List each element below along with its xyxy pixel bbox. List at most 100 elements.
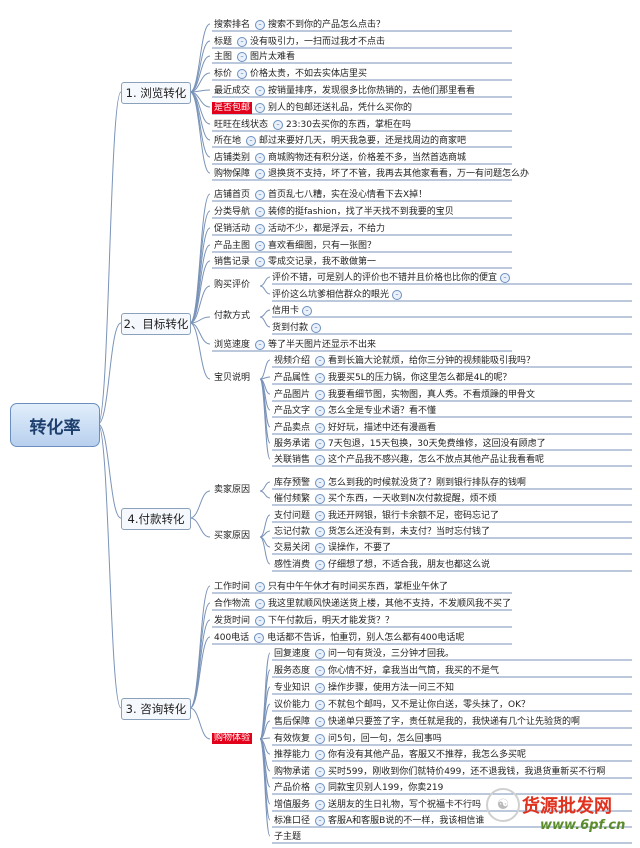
leaf-node[interactable]: 库存预警–怎么到我的时候就没货了？刚到银行排队存的钱啊 (272, 477, 526, 489)
leaf-node[interactable]: 回复速度–问一句有货没，三分钟才回我。 (272, 648, 454, 660)
sub-branch-node[interactable]: 付款方式 (214, 311, 251, 321)
collapse-icon[interactable]: – (311, 323, 322, 333)
leaf-node[interactable]: 浏览速度–等了半天图片还显示不出来 (212, 339, 376, 351)
leaf-node[interactable]: 产品文字–怎么全是专业术语？看不懂 (272, 405, 436, 417)
sub-branch-node[interactable]: 购买评价 (214, 280, 251, 290)
collapse-icon[interactable]: – (315, 373, 326, 383)
leaf-node[interactable]: 子主题 (272, 831, 303, 843)
collapse-icon[interactable]: – (315, 543, 326, 553)
collapse-icon[interactable]: – (315, 700, 326, 710)
collapse-icon[interactable]: – (273, 120, 284, 130)
leaf-node[interactable]: 产品主图–喜欢看细图，只有一张图？ (212, 240, 376, 252)
collapse-icon[interactable]: – (255, 20, 266, 30)
collapse-icon[interactable]: – (315, 649, 326, 659)
collapse-icon[interactable]: – (315, 439, 326, 449)
leaf-node[interactable]: 产品图片–我要看细节图，实物图，真人秀。不看烦躁的甲骨文 (272, 389, 535, 401)
leaf-node[interactable]: 400电话–电话都不告诉，怕重罚，别人怎么都有400电话呢 (212, 632, 464, 644)
leaf-node[interactable]: 标题–没有吸引力，一扫而过我才不点击 (212, 36, 385, 48)
leaf-node[interactable]: 催付频繁–买个东西，一天收到N次付款提醒，烦不烦 (272, 493, 497, 505)
leaf-node[interactable]: 产品卖点–好好玩，描述中还有漫画看 (272, 422, 436, 434)
leaf-node[interactable]: 推荐能力–你有没有其他产品，客服又不推荐，我怎么多买呢 (272, 749, 526, 761)
collapse-icon[interactable]: – (315, 783, 326, 793)
leaf-node[interactable]: 有效恢复–问5句，回一句，怎么回事吗 (272, 733, 442, 745)
leaf-node[interactable]: 发货时间–下午付款后，明天才能发货？？ (212, 615, 394, 627)
collapse-icon[interactable]: – (255, 169, 266, 179)
collapse-icon[interactable]: – (255, 190, 266, 200)
collapse-icon[interactable]: – (315, 423, 326, 433)
sub-branch-node[interactable]: 买家原因 (214, 531, 251, 541)
sub-branch-node[interactable]: 卖家原因 (214, 485, 251, 495)
leaf-node[interactable]: 关联销售–这个产品我不感兴趣，怎么不放点其他产品让我看看呢 (272, 454, 544, 466)
collapse-icon[interactable]: – (315, 800, 326, 810)
leaf-node[interactable]: 支付问题–我还开网银，银行卡余额不足，密码忘记了 (272, 510, 499, 522)
collapse-icon[interactable]: – (246, 136, 257, 146)
collapse-icon[interactable]: – (315, 666, 326, 676)
leaf-node[interactable]: 店铺首页–首页乱七八糟，实在没心情看下去X掉！ (212, 189, 427, 201)
branch-node[interactable]: 2、目标转化 (121, 313, 191, 335)
collapse-icon[interactable]: – (315, 816, 326, 826)
leaf-node[interactable]: 交易关闭–误操作，不要了 (272, 542, 391, 554)
leaf-node[interactable]: 所在地–邮过来要好几天，明天我急要，还是找周边的商家吧 (212, 135, 466, 147)
collapse-icon[interactable]: – (255, 340, 266, 350)
leaf-node[interactable]: 标价–价格太贵，不如去实体店里买 (212, 68, 367, 80)
collapse-icon[interactable]: – (255, 241, 266, 251)
leaf-node[interactable]: 合作物流–我这里就顺风快递送货上楼，其他不支持，不发顺风我不买了 (212, 598, 511, 610)
leaf-node[interactable]: 促销活动–活动不少，都是浮云，不给力 (212, 223, 385, 235)
collapse-icon[interactable]: – (315, 683, 326, 693)
leaf-node[interactable]: 售后保障–快递单只要签了字，责任就是我的，我快递有几个让先验货的啊 (272, 716, 580, 728)
collapse-icon[interactable]: – (315, 560, 326, 570)
collapse-icon[interactable]: – (392, 290, 403, 300)
sub-branch-node[interactable]: 宝贝说明 (214, 373, 251, 383)
collapse-icon[interactable]: – (315, 734, 326, 744)
leaf-node[interactable]: 标准口径–客服A和客服B说的不一样，我该相信谁 (272, 815, 484, 827)
collapse-icon[interactable]: – (255, 224, 266, 234)
leaf-node[interactable]: 服务承诺–7天包退，15天包换，30天免费维修，这回没有顾虑了 (272, 438, 546, 450)
collapse-icon[interactable]: – (255, 207, 266, 217)
leaf-node[interactable]: 信用卡– (272, 305, 313, 317)
leaf-node[interactable]: 专业知识–操作步骤，使用方法一问三不知 (272, 682, 454, 694)
collapse-icon[interactable]: – (255, 257, 266, 267)
branch-node[interactable]: 4.付款转化 (121, 508, 191, 530)
branch-node[interactable]: 3. 咨询转化 (121, 698, 191, 720)
collapse-icon[interactable]: – (315, 356, 326, 366)
leaf-node[interactable]: 主图–图片太难看 (212, 51, 295, 63)
leaf-node[interactable]: 是否包邮–别人的包邮还送礼品，凭什么买你的 (212, 102, 412, 114)
leaf-node[interactable]: 购物保障–退换货不支持，坏了不管，我再去其他家看看，万一有问题怎么办 (212, 168, 529, 180)
leaf-node[interactable]: 忘记付款–货怎么还没有到，未支付？当时忘付钱了 (272, 526, 490, 538)
collapse-icon[interactable]: – (237, 52, 248, 62)
sub-branch-node[interactable]: 购物体验 (212, 733, 253, 744)
collapse-icon[interactable]: – (315, 750, 326, 760)
collapse-icon[interactable]: – (315, 717, 326, 727)
leaf-node[interactable]: 最近成交–按销量排序，发现很多比你热销的，去他们那里看看 (212, 85, 475, 97)
collapse-icon[interactable]: – (255, 599, 266, 609)
collapse-icon[interactable]: – (237, 37, 248, 47)
leaf-node[interactable]: 销售记录–零成交记录，我不敢做第一 (212, 256, 376, 268)
collapse-icon[interactable]: – (302, 306, 313, 316)
root-node[interactable]: 转化率 (10, 403, 100, 447)
leaf-node[interactable]: 视频介绍–看到长篇大论就烦，给你三分钟的视频能吸引我吗？ (272, 355, 535, 367)
collapse-icon[interactable]: – (255, 582, 266, 592)
collapse-icon[interactable]: – (255, 616, 266, 626)
collapse-icon[interactable]: – (315, 390, 326, 400)
collapse-icon[interactable]: – (254, 633, 265, 643)
collapse-icon[interactable]: – (500, 273, 511, 283)
leaf-node[interactable]: 工作时间–只有中午午休才有时间买东西，掌柜业午休了 (212, 581, 448, 593)
collapse-icon[interactable]: – (315, 406, 326, 416)
leaf-node[interactable]: 评价不错，可是别人的评价也不错并且价格也比你的便宜– (272, 272, 511, 284)
leaf-node[interactable]: 产品价格–同款宝贝别人199，你卖219 (272, 782, 443, 794)
collapse-icon[interactable]: – (315, 455, 326, 465)
collapse-icon[interactable]: – (255, 103, 266, 113)
collapse-icon[interactable]: – (237, 69, 248, 79)
leaf-node[interactable]: 搜索排名–搜索不到你的产品怎么点击？ (212, 19, 385, 31)
leaf-node[interactable]: 评价这么坑爹相信群众的眼光– (272, 289, 403, 301)
collapse-icon[interactable]: – (255, 153, 266, 163)
branch-node[interactable]: 1. 浏览转化 (121, 82, 191, 104)
collapse-icon[interactable]: – (255, 86, 266, 96)
leaf-node[interactable]: 产品属性–我要买5L的压力锅，你这里怎么都是4L的呢？ (272, 372, 512, 384)
collapse-icon[interactable]: – (315, 494, 326, 504)
collapse-icon[interactable]: – (315, 511, 326, 521)
leaf-node[interactable]: 服务态度–你心情不好，拿我当出气筒，我买的不是气 (272, 665, 499, 677)
leaf-node[interactable]: 增值服务–送朋友的生日礼物，写个祝福卡不行吗 (272, 799, 481, 811)
leaf-node[interactable]: 感性消费–仔细想了想，不适合我，朋友也都这么说 (272, 559, 490, 571)
leaf-node[interactable]: 店铺类别–商城购物还有积分送，价格差不多，当然首选商城 (212, 152, 466, 164)
